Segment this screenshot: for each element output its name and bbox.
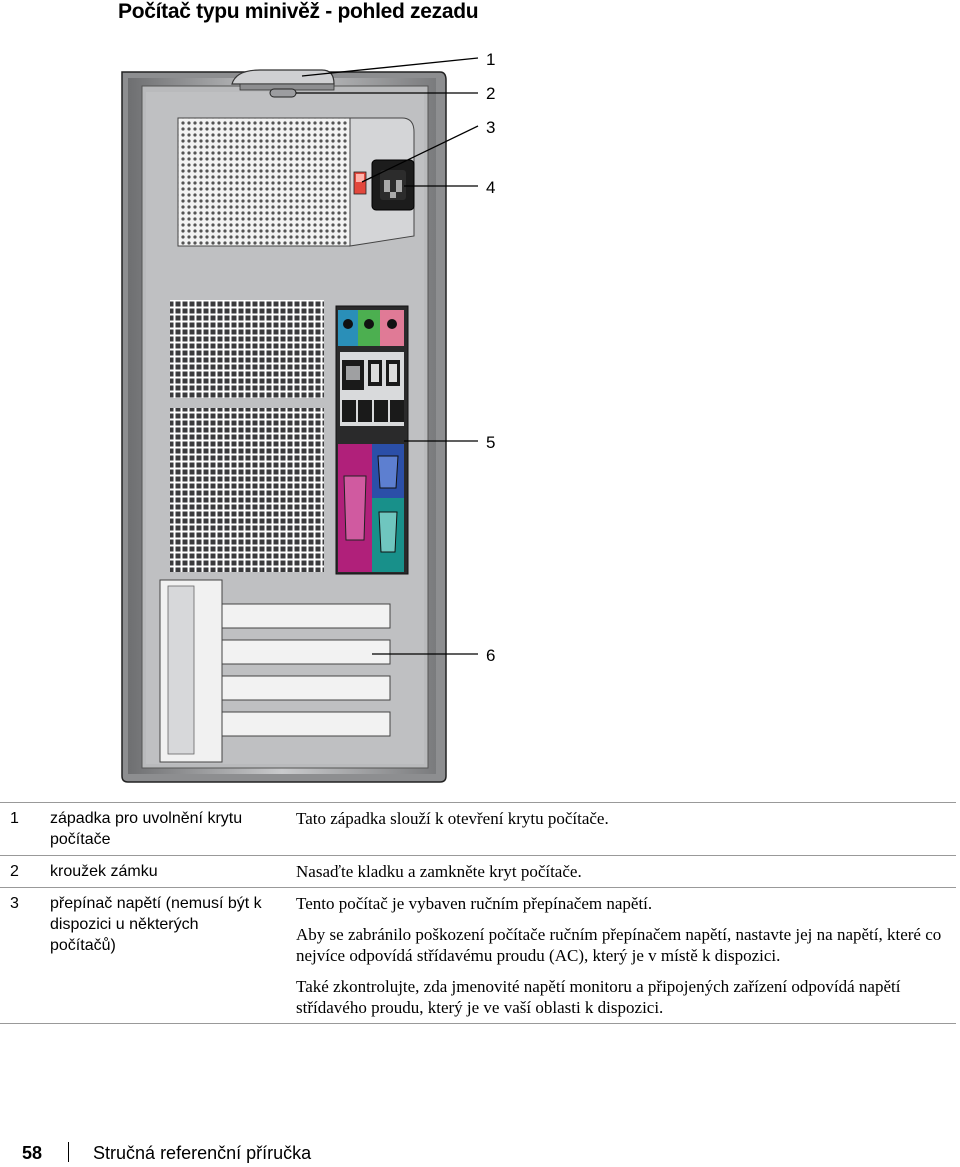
back-panel-connectors bbox=[335, 305, 409, 575]
legend-row: 3 přepínač napětí (nemusí být k dispozic… bbox=[0, 887, 956, 1024]
legend-desc-text: Nasaďte kladku a zamkněte kryt počítače. bbox=[296, 862, 582, 881]
page-number: 58 bbox=[22, 1143, 43, 1163]
callout-lines bbox=[296, 57, 479, 655]
legend-number: 3 bbox=[10, 895, 19, 912]
legend-item-name: kroužek zámku bbox=[50, 863, 158, 880]
legend-description: Tato západka slouží k otevření krytu poč… bbox=[262, 803, 956, 856]
callout-5: 5 bbox=[486, 433, 495, 452]
legend-item-name: přepínač napětí (nemusí být k dispozici … bbox=[50, 895, 262, 954]
legend-number: 2 bbox=[10, 863, 19, 880]
legend-description: Tento počítač je vybaven ručním přepínač… bbox=[262, 888, 956, 1024]
legend-row: 1 západka pro uvolnění krytu počítače Ta… bbox=[0, 802, 956, 856]
main-vent-lower bbox=[170, 408, 324, 572]
legend-row: 2 kroužek zámku Nasaďte kladku a zamknět… bbox=[0, 855, 956, 888]
computer-rear-illustration: 1 2 3 4 5 6 bbox=[121, 50, 495, 783]
power-supply-vent bbox=[177, 117, 351, 247]
legend-desc-text: Aby se zabránilo poškození počítače ručn… bbox=[296, 925, 942, 965]
callout-4: 4 bbox=[486, 178, 495, 197]
main-vent-upper bbox=[170, 300, 324, 398]
padlock-ring bbox=[269, 88, 297, 98]
callout-6: 6 bbox=[486, 646, 495, 665]
legend-item-name: západka pro uvolnění krytu počítače bbox=[50, 810, 243, 848]
expansion-card-slots bbox=[159, 579, 391, 763]
cover-release-latch bbox=[231, 69, 335, 91]
callout-1: 1 bbox=[486, 50, 495, 69]
legend-desc-text: Tato západka slouží k otevření krytu poč… bbox=[296, 809, 609, 828]
document-name: Stručná referenční příručka bbox=[93, 1143, 312, 1163]
legend-table: 1 západka pro uvolnění krytu počítače Ta… bbox=[0, 802, 956, 1024]
legend-number: 1 bbox=[10, 810, 19, 827]
callout-2: 2 bbox=[486, 84, 495, 103]
page-footer: 58 Stručná referenční příručka bbox=[22, 1142, 311, 1164]
page-title: Počítač typu minivěž - pohled zezadu bbox=[118, 0, 479, 23]
legend-description: Nasaďte kladku a zamkněte kryt počítače. bbox=[262, 856, 956, 888]
footer-divider bbox=[68, 1142, 70, 1162]
legend-desc-text: Tento počítač je vybaven ručním přepínač… bbox=[296, 894, 653, 913]
callout-3: 3 bbox=[486, 118, 495, 137]
voltage-selection-switch bbox=[353, 171, 367, 195]
legend-desc-text: Také zkontrolujte, zda jmenovité napětí … bbox=[296, 977, 901, 1017]
